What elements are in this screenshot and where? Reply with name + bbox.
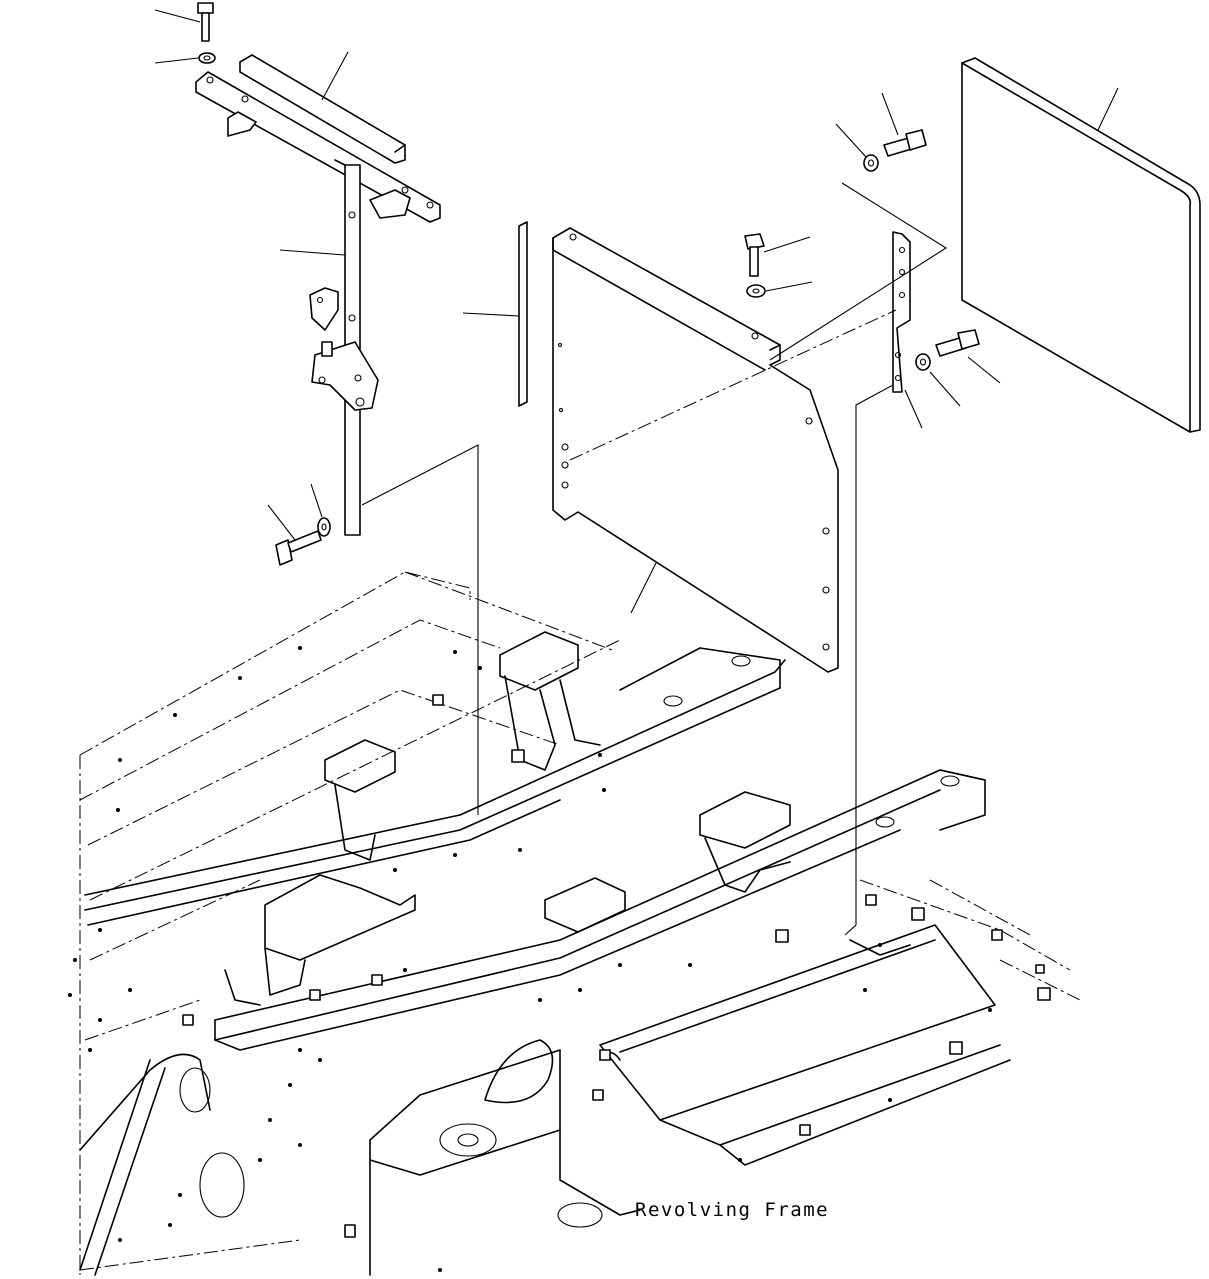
right-bracket-assembly: [863, 129, 980, 393]
revolving-frame-label: Revolving Frame: [635, 1199, 830, 1221]
left-bracket-assembly: [195, 2, 441, 566]
foam-strip: [518, 221, 528, 407]
revolving-frame: [68, 571, 1081, 1276]
leader-lines: [154, 9, 1119, 936]
cover-panel: [552, 227, 839, 673]
insulation-pad: [961, 57, 1201, 433]
